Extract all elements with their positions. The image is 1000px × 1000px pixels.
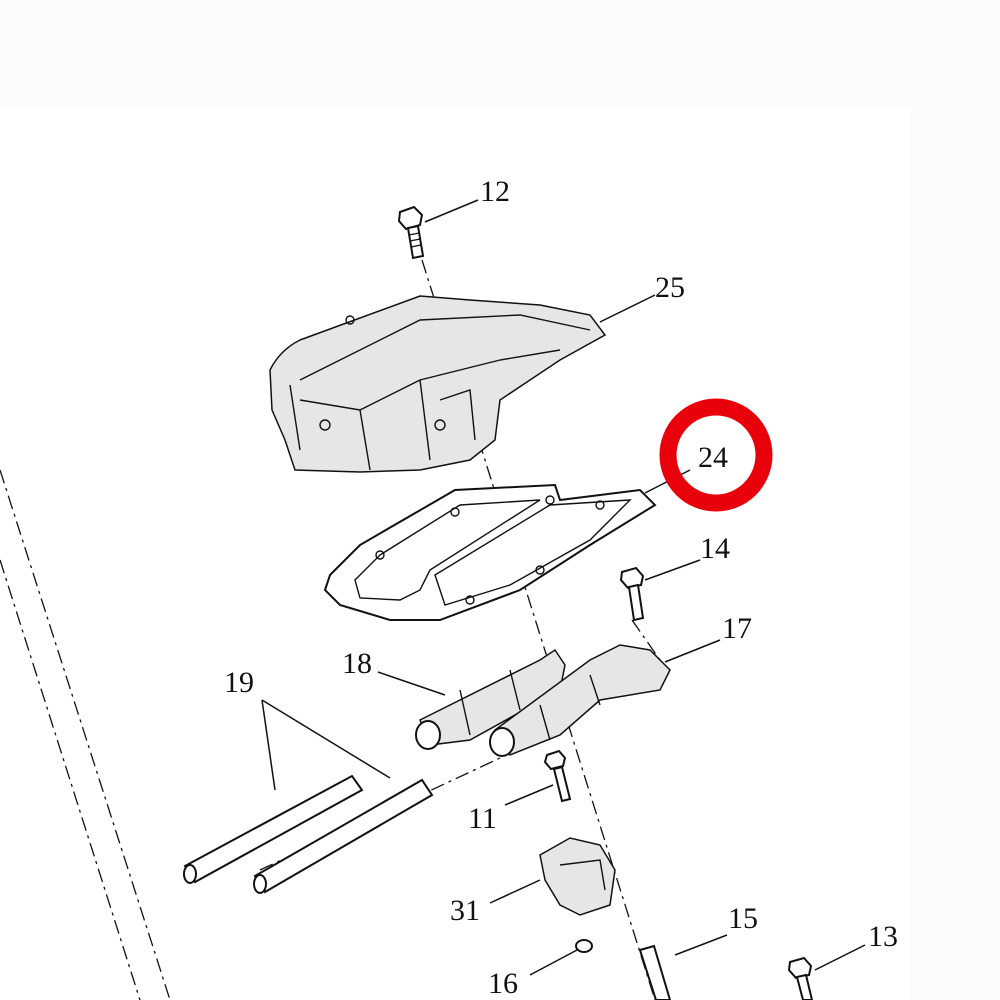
callout-18[interactable]: 18 <box>342 647 372 680</box>
callout-31[interactable]: 31 <box>450 894 480 927</box>
pushrod-tube-15[interactable] <box>638 944 672 1000</box>
callout-12[interactable]: 12 <box>480 175 510 208</box>
bracket-31[interactable] <box>539 837 616 916</box>
callout-15[interactable]: 15 <box>728 902 758 935</box>
bolt-13[interactable] <box>787 956 814 1000</box>
top-margin <box>0 0 1000 108</box>
rocker-arm-18[interactable] <box>415 648 566 750</box>
callout-17[interactable]: 17 <box>722 612 752 645</box>
frame-centerlines <box>0 469 171 1000</box>
washer-16[interactable] <box>575 939 593 953</box>
bolt-11[interactable] <box>543 749 572 803</box>
callout-16[interactable]: 16 <box>488 967 518 1000</box>
rocker-arm-17[interactable] <box>489 644 671 757</box>
callout-19[interactable]: 19 <box>224 666 254 699</box>
highlight-circle-24 <box>659 398 773 512</box>
bolt-14-centerline <box>631 619 661 661</box>
rocker-cover-25[interactable] <box>269 295 607 473</box>
rocker-shafts-19[interactable] <box>183 774 434 894</box>
bolt-14[interactable] <box>619 566 645 622</box>
callout-11[interactable]: 11 <box>468 802 497 835</box>
gasket-24[interactable] <box>323 483 657 621</box>
callout-24[interactable]: 24 <box>698 441 728 474</box>
bolt-12[interactable] <box>397 205 425 260</box>
leader-lines <box>261 199 866 976</box>
callout-13[interactable]: 13 <box>868 920 898 953</box>
right-margin <box>910 108 1000 1000</box>
callout-25[interactable]: 25 <box>655 271 685 304</box>
callout-14[interactable]: 14 <box>700 532 730 565</box>
